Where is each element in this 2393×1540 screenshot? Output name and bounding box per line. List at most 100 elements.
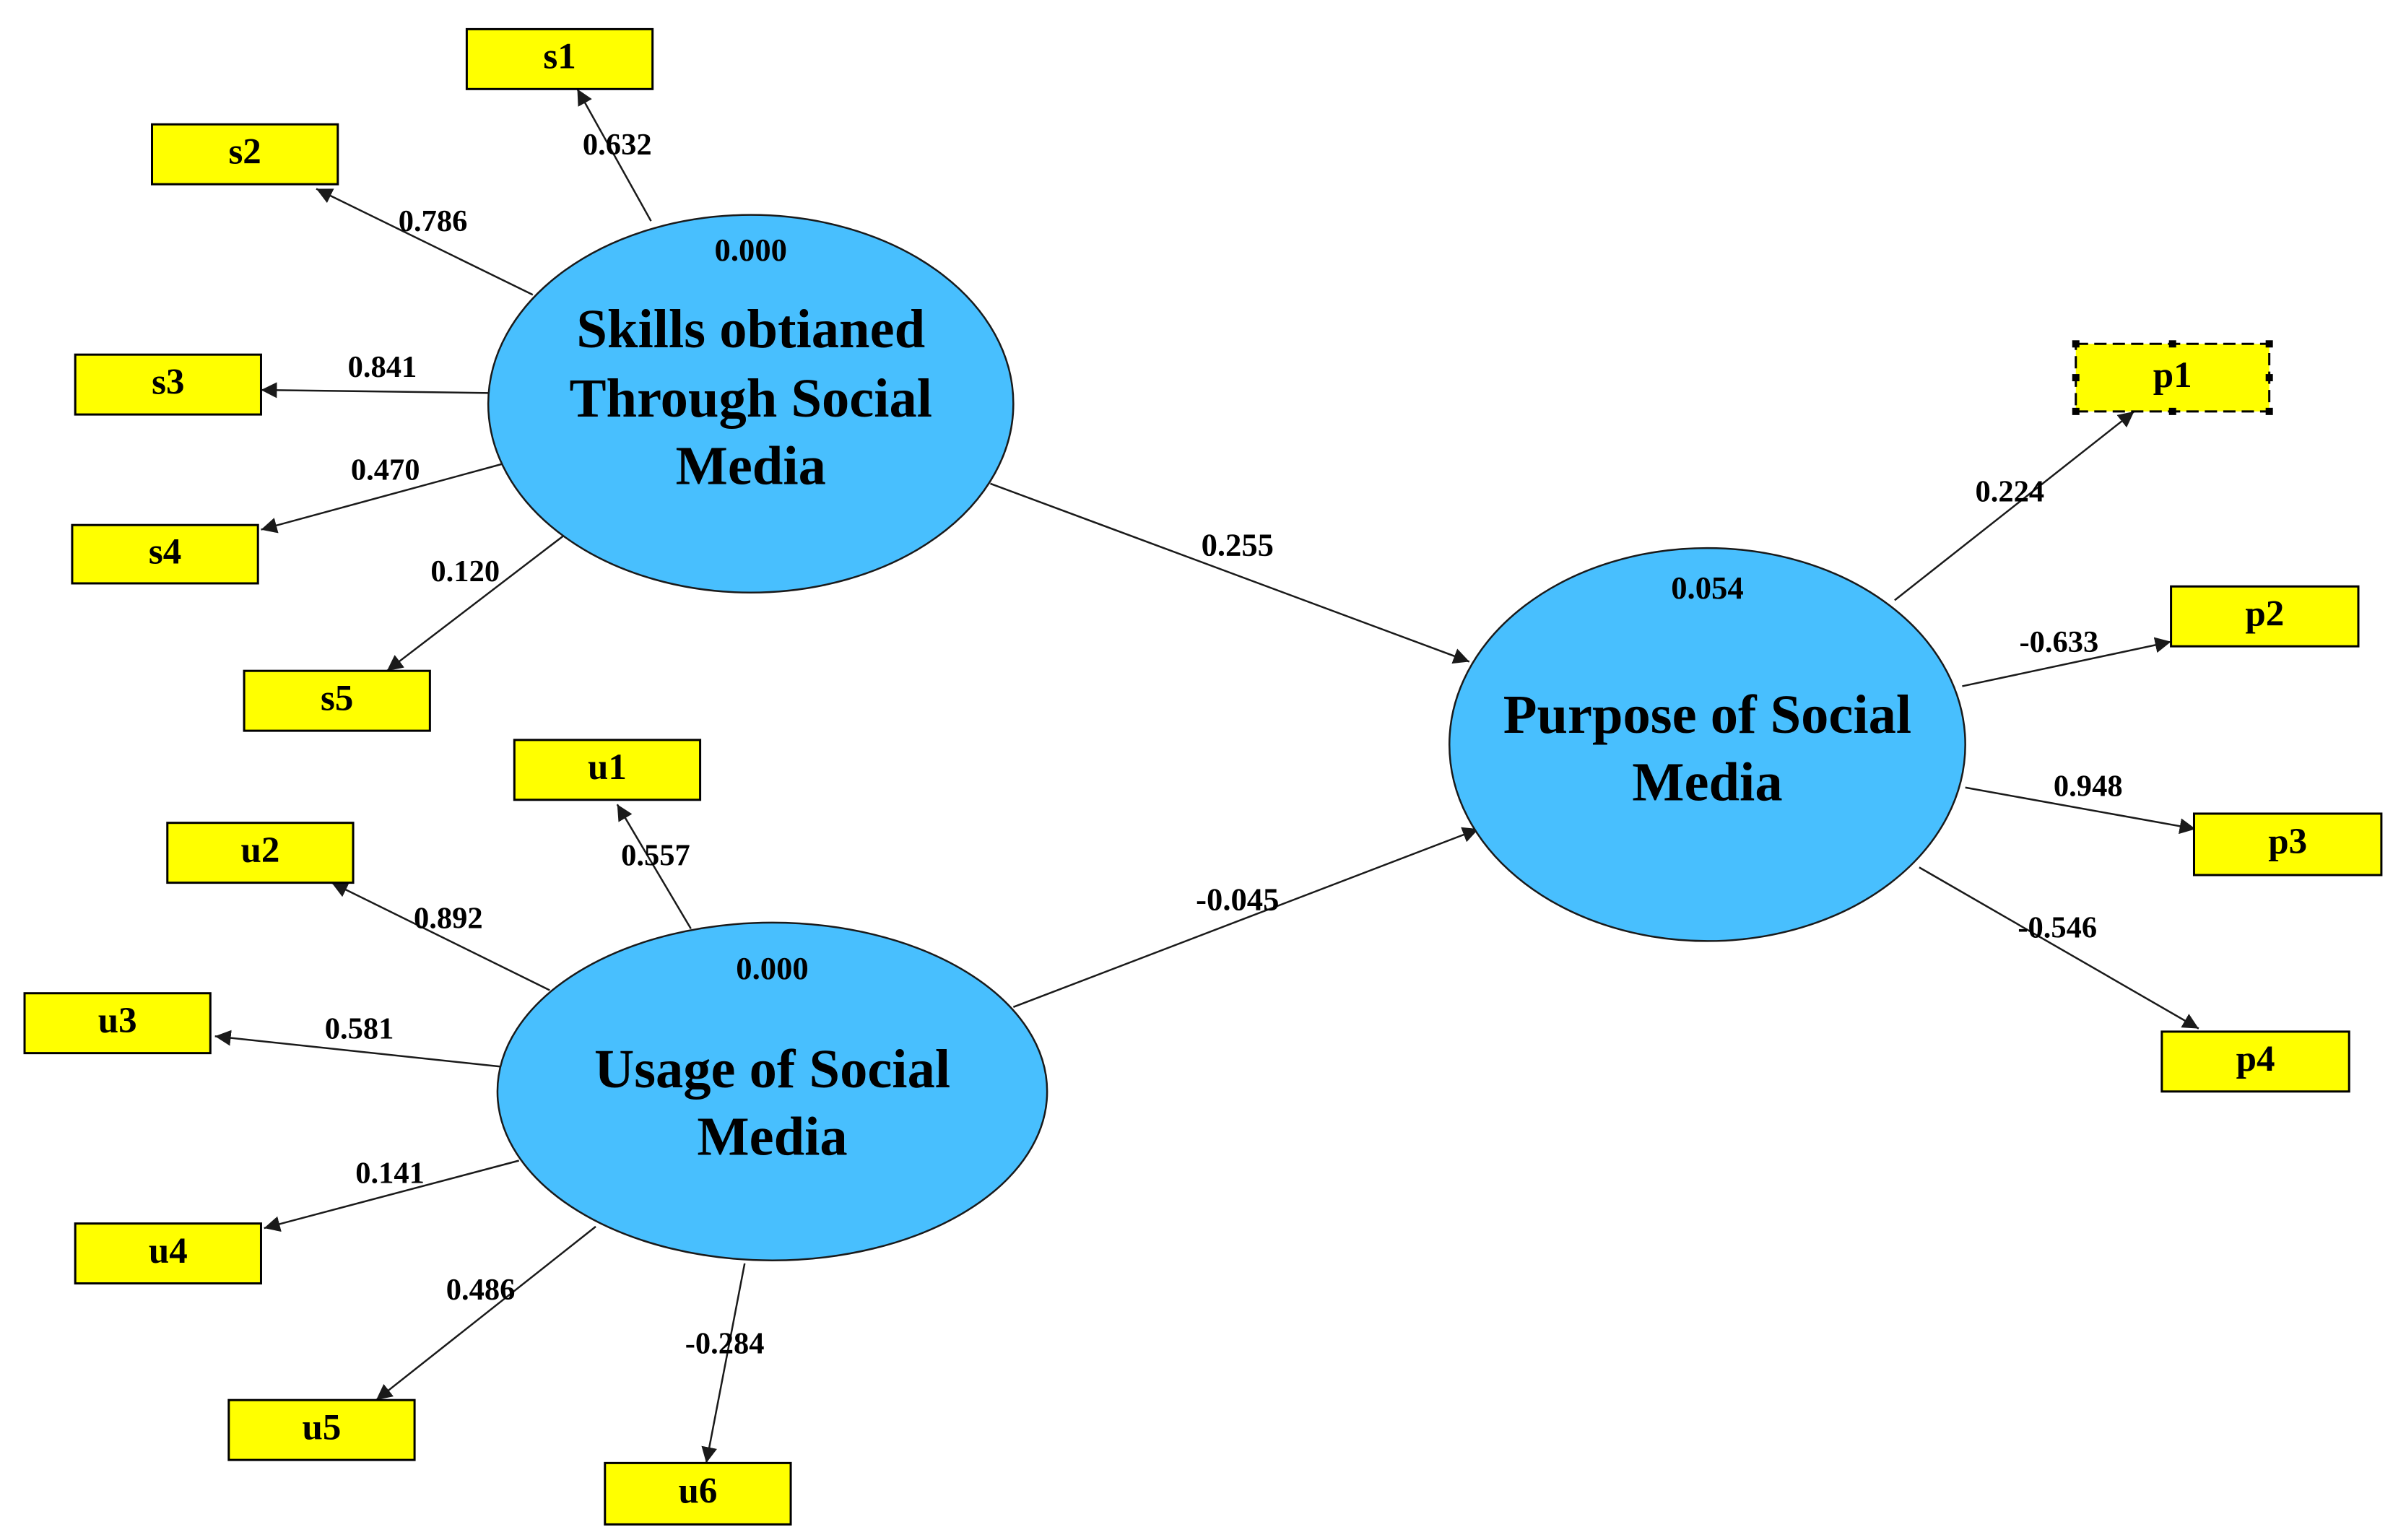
loading-path-u6[interactable] <box>701 1263 746 1463</box>
loading-value-u5: 0.486 <box>446 1273 516 1307</box>
indicator-label: s2 <box>228 131 261 172</box>
indicator-p2[interactable]: p2 <box>2170 585 2360 648</box>
latent-label-line: Usage of Social <box>594 1038 950 1100</box>
indicator-box[interactable] <box>74 1222 262 1285</box>
loading-path-s1[interactable] <box>576 88 652 222</box>
loading-value-u6: -0.284 <box>685 1327 765 1361</box>
indicator-s1[interactable]: s1 <box>465 27 654 90</box>
indicator-p4[interactable]: p4 <box>2160 1030 2350 1093</box>
indicator-u5[interactable]: u5 <box>227 1398 416 1461</box>
indicator-s3[interactable]: s3 <box>74 353 262 416</box>
indicator-label: s4 <box>149 531 181 572</box>
indicator-u3[interactable]: u3 <box>23 992 212 1055</box>
latent-label-line: Skills obtianed <box>576 298 925 360</box>
indicator-label: u4 <box>149 1231 188 1271</box>
indicator-label: s1 <box>543 37 576 77</box>
selection-handle[interactable] <box>2265 340 2273 348</box>
indicator-s2[interactable]: s2 <box>151 123 339 186</box>
loading-path-s2[interactable] <box>316 188 534 296</box>
paths-layer <box>214 88 2199 1463</box>
loading-path-p4[interactable] <box>1919 866 2199 1030</box>
loading-path-u1[interactable] <box>616 804 692 930</box>
indicator-p1[interactable]: p1 <box>2072 340 2273 415</box>
selection-handle[interactable] <box>2168 407 2176 415</box>
latent-label-line: Purpose of Social <box>1503 684 1911 745</box>
indicator-label: u6 <box>678 1471 717 1512</box>
indicator-label: u3 <box>98 1001 137 1041</box>
loading-path-u2[interactable] <box>331 882 550 991</box>
selection-handle[interactable] <box>2072 374 2080 382</box>
r-squared-value: 0.000 <box>715 232 787 268</box>
indicator-box[interactable] <box>604 1461 792 1526</box>
loading-value-s3: 0.841 <box>348 350 417 384</box>
selection-handle[interactable] <box>2072 340 2080 348</box>
indicator-u2[interactable]: u2 <box>166 822 355 884</box>
indicator-label: u5 <box>303 1407 342 1448</box>
loading-path-p1[interactable] <box>1894 410 2135 601</box>
path-coefficient-skills-to-purpose: 0.255 <box>1202 526 1274 562</box>
loading-value-s5: 0.120 <box>430 554 500 588</box>
selection-handle[interactable] <box>2072 407 2080 415</box>
loading-value-p1: 0.224 <box>1975 474 2044 508</box>
loading-value-s1: 0.632 <box>583 128 652 162</box>
indicator-box[interactable] <box>74 353 262 416</box>
latent-ellipse[interactable] <box>1448 547 1966 942</box>
indicator-box[interactable] <box>2192 812 2383 876</box>
selection-handle[interactable] <box>2265 374 2273 382</box>
selection-handle[interactable] <box>2168 340 2176 348</box>
indicator-label: p4 <box>2236 1039 2275 1079</box>
selection-handle[interactable] <box>2265 407 2273 415</box>
indicator-s4[interactable]: s4 <box>71 523 259 585</box>
indicator-label: u1 <box>588 747 627 788</box>
loading-path-p3[interactable] <box>1965 786 2196 835</box>
indicator-box[interactable] <box>227 1398 416 1461</box>
indicator-box[interactable] <box>151 123 339 186</box>
loading-value-s4: 0.470 <box>351 453 420 487</box>
structural-path-usage-to-purpose[interactable] <box>1012 827 1480 1009</box>
path-coefficient-usage-to-purpose: -0.045 <box>1196 882 1279 918</box>
indicator-s5[interactable]: s5 <box>243 669 431 732</box>
indicator-box[interactable] <box>2170 585 2360 648</box>
loading-value-u1: 0.557 <box>621 838 690 872</box>
indicator-label: p1 <box>2153 355 2192 396</box>
indicator-p3[interactable]: p3 <box>2192 812 2383 876</box>
latent-ellipse[interactable] <box>487 214 1015 594</box>
indicator-box[interactable] <box>2160 1030 2350 1093</box>
indicator-label: u2 <box>240 830 279 871</box>
latent-ellipse[interactable] <box>496 921 1048 1261</box>
loading-path-u3[interactable] <box>214 1030 504 1069</box>
latent-label-line: Through Social <box>569 367 932 429</box>
loading-path-s5[interactable] <box>386 535 565 672</box>
latent-label-line: Media <box>1632 751 1782 812</box>
indicator-box[interactable] <box>465 27 654 90</box>
indicator-box[interactable] <box>71 523 259 585</box>
loading-value-u3: 0.581 <box>325 1012 394 1046</box>
indicator-label: s3 <box>152 362 184 402</box>
structural-path-skills-to-purpose[interactable] <box>990 482 1470 664</box>
indicator-box[interactable] <box>166 822 355 884</box>
indicator-u1[interactable]: u1 <box>513 739 702 801</box>
latent-label-line: Media <box>697 1106 847 1167</box>
indicator-box[interactable] <box>23 992 212 1055</box>
indicator-label: s5 <box>321 678 353 718</box>
labels-layer: 0.255 -0.045 0.632 0.786 0.841 0.470 0.120 0.55… <box>325 128 2123 1361</box>
r-squared-value: 0.054 <box>1671 570 1743 606</box>
loading-path-u5[interactable] <box>375 1225 596 1401</box>
latent-label-line: Media <box>676 435 826 496</box>
indicator-u4[interactable]: u4 <box>74 1222 262 1285</box>
loading-path-p2[interactable] <box>1962 637 2171 687</box>
loading-value-p2: -0.633 <box>2019 625 2098 659</box>
loading-path-s4[interactable] <box>261 462 504 534</box>
loading-value-p3: 0.948 <box>2054 770 2123 804</box>
indicator-box[interactable] <box>243 669 431 732</box>
indicator-label: p3 <box>2268 822 2307 862</box>
indicator-u6[interactable]: u6 <box>604 1461 792 1526</box>
loading-path-u4[interactable] <box>264 1160 520 1232</box>
loading-value-s2: 0.786 <box>399 204 468 238</box>
loading-path-s3[interactable] <box>261 382 490 399</box>
indicator-box[interactable] <box>513 739 702 801</box>
